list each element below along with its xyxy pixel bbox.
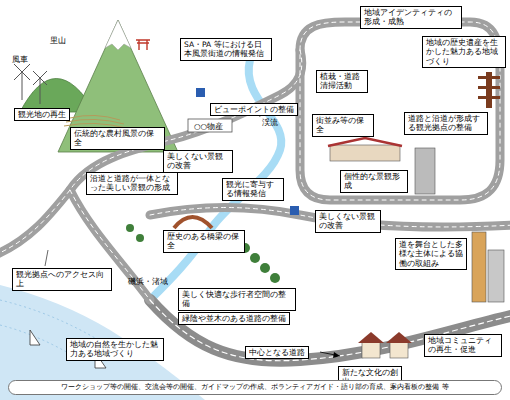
label-box: SA・PA 等における日本風景街道の情報発信 — [180, 38, 272, 61]
box-text: 中心となる道路 — [249, 348, 305, 357]
label-box: 美しくない景観の改善 — [315, 210, 381, 233]
village-houses — [358, 332, 412, 358]
box-text: 美しくない景観の改善 — [167, 152, 229, 171]
place-label: 渓流 — [262, 118, 278, 127]
tree — [270, 273, 280, 283]
box-text: 地域コミュニティの再生・促進 — [428, 336, 498, 355]
label-box: 歴史のある橋梁の保全 — [163, 230, 245, 253]
label-box: 伝統的な農村風景の保全 — [70, 127, 165, 150]
shop-sign — [188, 119, 232, 132]
box-text: 道を舞台とした多様な主体による協働の取組み — [399, 240, 463, 268]
label-box: 道を舞台とした多様な主体による協働の取組み — [395, 238, 467, 270]
label-box: 植栽・道路清掃活動 — [316, 70, 368, 93]
tree — [136, 234, 144, 242]
mountain — [58, 20, 178, 152]
house-roof — [386, 332, 412, 343]
pagoda-roof — [478, 96, 500, 99]
tree — [250, 253, 260, 263]
pagoda — [478, 72, 500, 108]
box-text: 緑陰や並木のある道路の整備 — [182, 314, 286, 323]
windmill — [14, 64, 30, 100]
building — [472, 232, 486, 302]
road-centerline — [0, 50, 302, 255]
label-box: 道路と沿道が形成する観光拠点の整備 — [404, 112, 488, 135]
box-text: 伝統的な農村風景の保全 — [74, 129, 161, 148]
parking-sign — [196, 88, 205, 97]
label-text: 渓流 — [262, 118, 278, 127]
windmill — [33, 71, 47, 104]
label-text: 里山 — [50, 36, 66, 45]
shop-street — [328, 138, 402, 161]
sea-wave — [0, 300, 95, 338]
pagoda-roof — [478, 76, 500, 79]
label-box: 観光地の再生 — [14, 108, 70, 121]
label-box: 美しくない景観の改善 — [163, 150, 233, 173]
label-box: 地域アイデンティティの形成・成熟 — [360, 6, 462, 29]
label-box: 観光拠点へのアクセス向上 — [12, 268, 112, 291]
box-text: ワークショップ等の開催、交流会等の開催、ガイドマップの作成、ボランティアガイド・… — [17, 383, 493, 392]
label-box: 緑陰や並木のある道路の整備 — [178, 312, 290, 325]
box-text: SA・PA 等における日本風景街道の情報発信 — [184, 40, 268, 59]
label-box: 地域の自然を生かした魅力ある地域づくり — [66, 338, 164, 361]
house-roof — [358, 332, 384, 343]
snow-cap — [105, 20, 131, 50]
place-label: 里山 — [50, 36, 66, 45]
building — [488, 250, 504, 302]
leader-line — [45, 250, 48, 266]
label-box: 観光に寄与する情報発信 — [222, 178, 284, 201]
box-text: 個性的な景観形成 — [344, 172, 404, 191]
tree-row — [126, 224, 280, 283]
label-box: ビューポイントの整備 — [210, 103, 298, 116]
house — [390, 342, 408, 358]
shop-roof — [328, 138, 402, 146]
activity-bar: ワークショップ等の開催、交流会等の開催、ガイドマップの作成、ボランティアガイド・… — [8, 380, 502, 395]
label-text: ○○物産 — [194, 122, 223, 131]
box-text: 歴史のある橋梁の保全 — [167, 232, 241, 251]
tree — [126, 224, 134, 232]
tree — [260, 263, 270, 273]
box-text: 沿道と道路が一体となった美しい景観の形成 — [90, 174, 174, 193]
box-text: 道路と沿道が形成する観光拠点の整備 — [408, 114, 484, 133]
pointer-head — [333, 352, 340, 358]
label-text: 風車 — [12, 55, 28, 64]
label-box: 中心となる道路 — [245, 346, 309, 359]
sailboat — [30, 330, 40, 345]
box-text: 美しくない景観の改善 — [319, 212, 377, 231]
roads — [0, 22, 510, 361]
box-text: ビューポイントの整備 — [214, 105, 294, 114]
label-box: 地域コミュニティの再生・促進 — [424, 334, 502, 357]
road — [0, 50, 302, 255]
house — [362, 342, 380, 358]
city — [472, 232, 504, 302]
label-text: 磯浜・渚域 — [128, 277, 168, 286]
torii — [136, 40, 150, 50]
label-box: 個性的な景観形成 — [340, 170, 408, 193]
place-label: 風車 — [12, 55, 28, 64]
office-building — [415, 148, 435, 194]
shop-houses — [330, 145, 400, 161]
place-label: ○○物産 — [194, 122, 223, 131]
box-text: 地域の自然を生かした魅力ある地域づくり — [70, 340, 160, 359]
box-text: 地域の歴史遺産を生かした魅力ある地域づくり — [426, 38, 502, 66]
box-text: 植栽・道路清掃活動 — [320, 72, 364, 91]
pagoda-roof — [478, 86, 500, 89]
box-text: 街並み等の保全 — [316, 116, 370, 135]
box-text: 観光に寄与する情報発信 — [226, 180, 280, 199]
box-text: 観光拠点へのアクセス向上 — [16, 270, 108, 289]
box-text: 地域アイデンティティの形成・成熟 — [364, 8, 458, 27]
historic-bridge — [174, 217, 212, 228]
place-label: 磯浜・渚域 — [128, 277, 168, 286]
info-sign — [290, 206, 299, 215]
label-box: 街並み等の保全 — [312, 114, 374, 137]
label-box: 地域の歴史遺産を生かした魅力ある地域づくり — [422, 36, 506, 68]
box-text: 美しく快適な歩行者空間の整備 — [182, 290, 292, 309]
label-box: 沿道と道路が一体となった美しい景観の形成 — [86, 172, 178, 195]
label-box: 美しく快適な歩行者空間の整備 — [178, 288, 296, 311]
box-text: 観光地の再生 — [18, 110, 66, 119]
